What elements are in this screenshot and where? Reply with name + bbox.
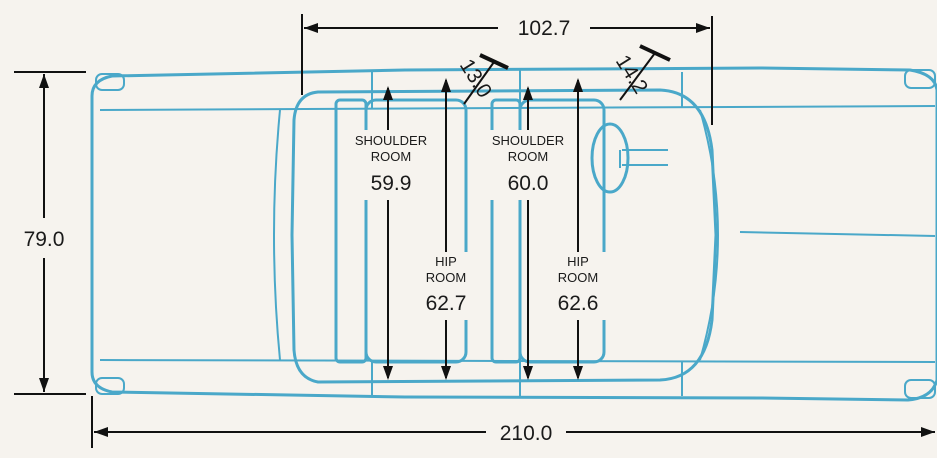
- rear-hip-label-line1: HIP: [435, 254, 457, 269]
- front-shoulder-label-line1: SHOULDER: [492, 133, 564, 148]
- rear-right-bumper: [95, 377, 125, 395]
- rear-shoulder-label-line1: SHOULDER: [355, 133, 427, 148]
- front-headroom-stem: [619, 52, 656, 101]
- dimension-top: 102.7: [301, 14, 713, 125]
- dim-bottom-arrow-left: [94, 427, 108, 437]
- rear-seat: [334, 98, 468, 364]
- front-hip-arrow-top: [573, 78, 583, 92]
- rear-left-bumper: [95, 73, 125, 91]
- rear-hip-label-line2: ROOM: [426, 270, 466, 285]
- steering-wheel-rim: [590, 122, 630, 194]
- rear-headroom-stem: [463, 61, 495, 105]
- dim-top-value: 102.7: [518, 17, 571, 40]
- rear-hip-label: HIP ROOM 62.7: [418, 252, 474, 320]
- front-hip-arrow: [573, 78, 583, 380]
- dim-top-arrow-right: [696, 23, 710, 33]
- dimension-bottom: 210.0: [91, 396, 935, 448]
- front-shoulder-arrow-top: [523, 86, 533, 100]
- front-seat-cushion: [518, 98, 606, 364]
- dim-left-value: 79.0: [24, 228, 65, 251]
- front-shoulder-label-line2: ROOM: [508, 149, 548, 164]
- hood-crease: [739, 231, 936, 237]
- dim-top-arrow-left: [304, 23, 318, 33]
- rear-window-line: [273, 109, 281, 361]
- rear-shoulder-label-bg: [345, 130, 437, 200]
- front-shoulder-label-bg: [480, 130, 576, 200]
- dim-left-arrow-bottom: [39, 378, 49, 392]
- windshield-line: [699, 109, 719, 361]
- front-hip-label: HIP ROOM 62.6: [550, 252, 606, 320]
- rear-shoulder-arrow-top: [383, 86, 393, 100]
- rear-shoulder-value: 59.9: [371, 172, 412, 195]
- rear-shoulder-label: SHOULDER ROOM 59.9: [345, 130, 437, 200]
- rear-headroom-value: 13.0: [455, 55, 496, 102]
- rear-shoulder-arrow-bottom: [383, 366, 393, 380]
- car-outline: [90, 66, 937, 402]
- rear-hip-value: 62.7: [426, 292, 467, 315]
- rear-hip-label-bg: [418, 252, 474, 320]
- rear-headroom-tick: [479, 53, 509, 70]
- front-hip-value: 62.6: [558, 292, 599, 315]
- front-hip-label-bg: [550, 252, 606, 320]
- dim-left-arrow-top: [39, 74, 49, 88]
- front-shoulder-label: SHOULDER ROOM 60.0: [480, 130, 576, 200]
- rear-shoulder-label-line2: ROOM: [371, 149, 411, 164]
- front-shoulder-arrow-bottom: [523, 366, 533, 380]
- front-left-bumper: [904, 69, 936, 89]
- front-hip-label-line2: ROOM: [558, 270, 598, 285]
- front-hip-arrow-bottom: [573, 366, 583, 380]
- rear-hip-arrow-top: [441, 78, 451, 92]
- dimension-left: 79.0: [14, 71, 86, 395]
- rear-seat-cushion: [364, 98, 468, 364]
- dim-bottom-value: 210.0: [500, 422, 553, 445]
- top-side-line: [99, 105, 936, 111]
- front-shoulder-value: 60.0: [508, 172, 549, 195]
- rear-hip-arrow: [441, 78, 451, 380]
- dim-bottom-arrow-right: [921, 427, 935, 437]
- front-headroom-marker: 14.2: [611, 44, 671, 101]
- front-right-bumper: [904, 379, 936, 399]
- rear-hip-arrow-bottom: [441, 366, 451, 380]
- front-hip-label-line1: HIP: [567, 254, 589, 269]
- steering-wheel: [590, 122, 668, 194]
- car-body: [90, 66, 937, 402]
- front-seat: [490, 98, 606, 364]
- rear-headroom-marker: 13.0: [455, 53, 509, 105]
- steering-column: [619, 149, 668, 168]
